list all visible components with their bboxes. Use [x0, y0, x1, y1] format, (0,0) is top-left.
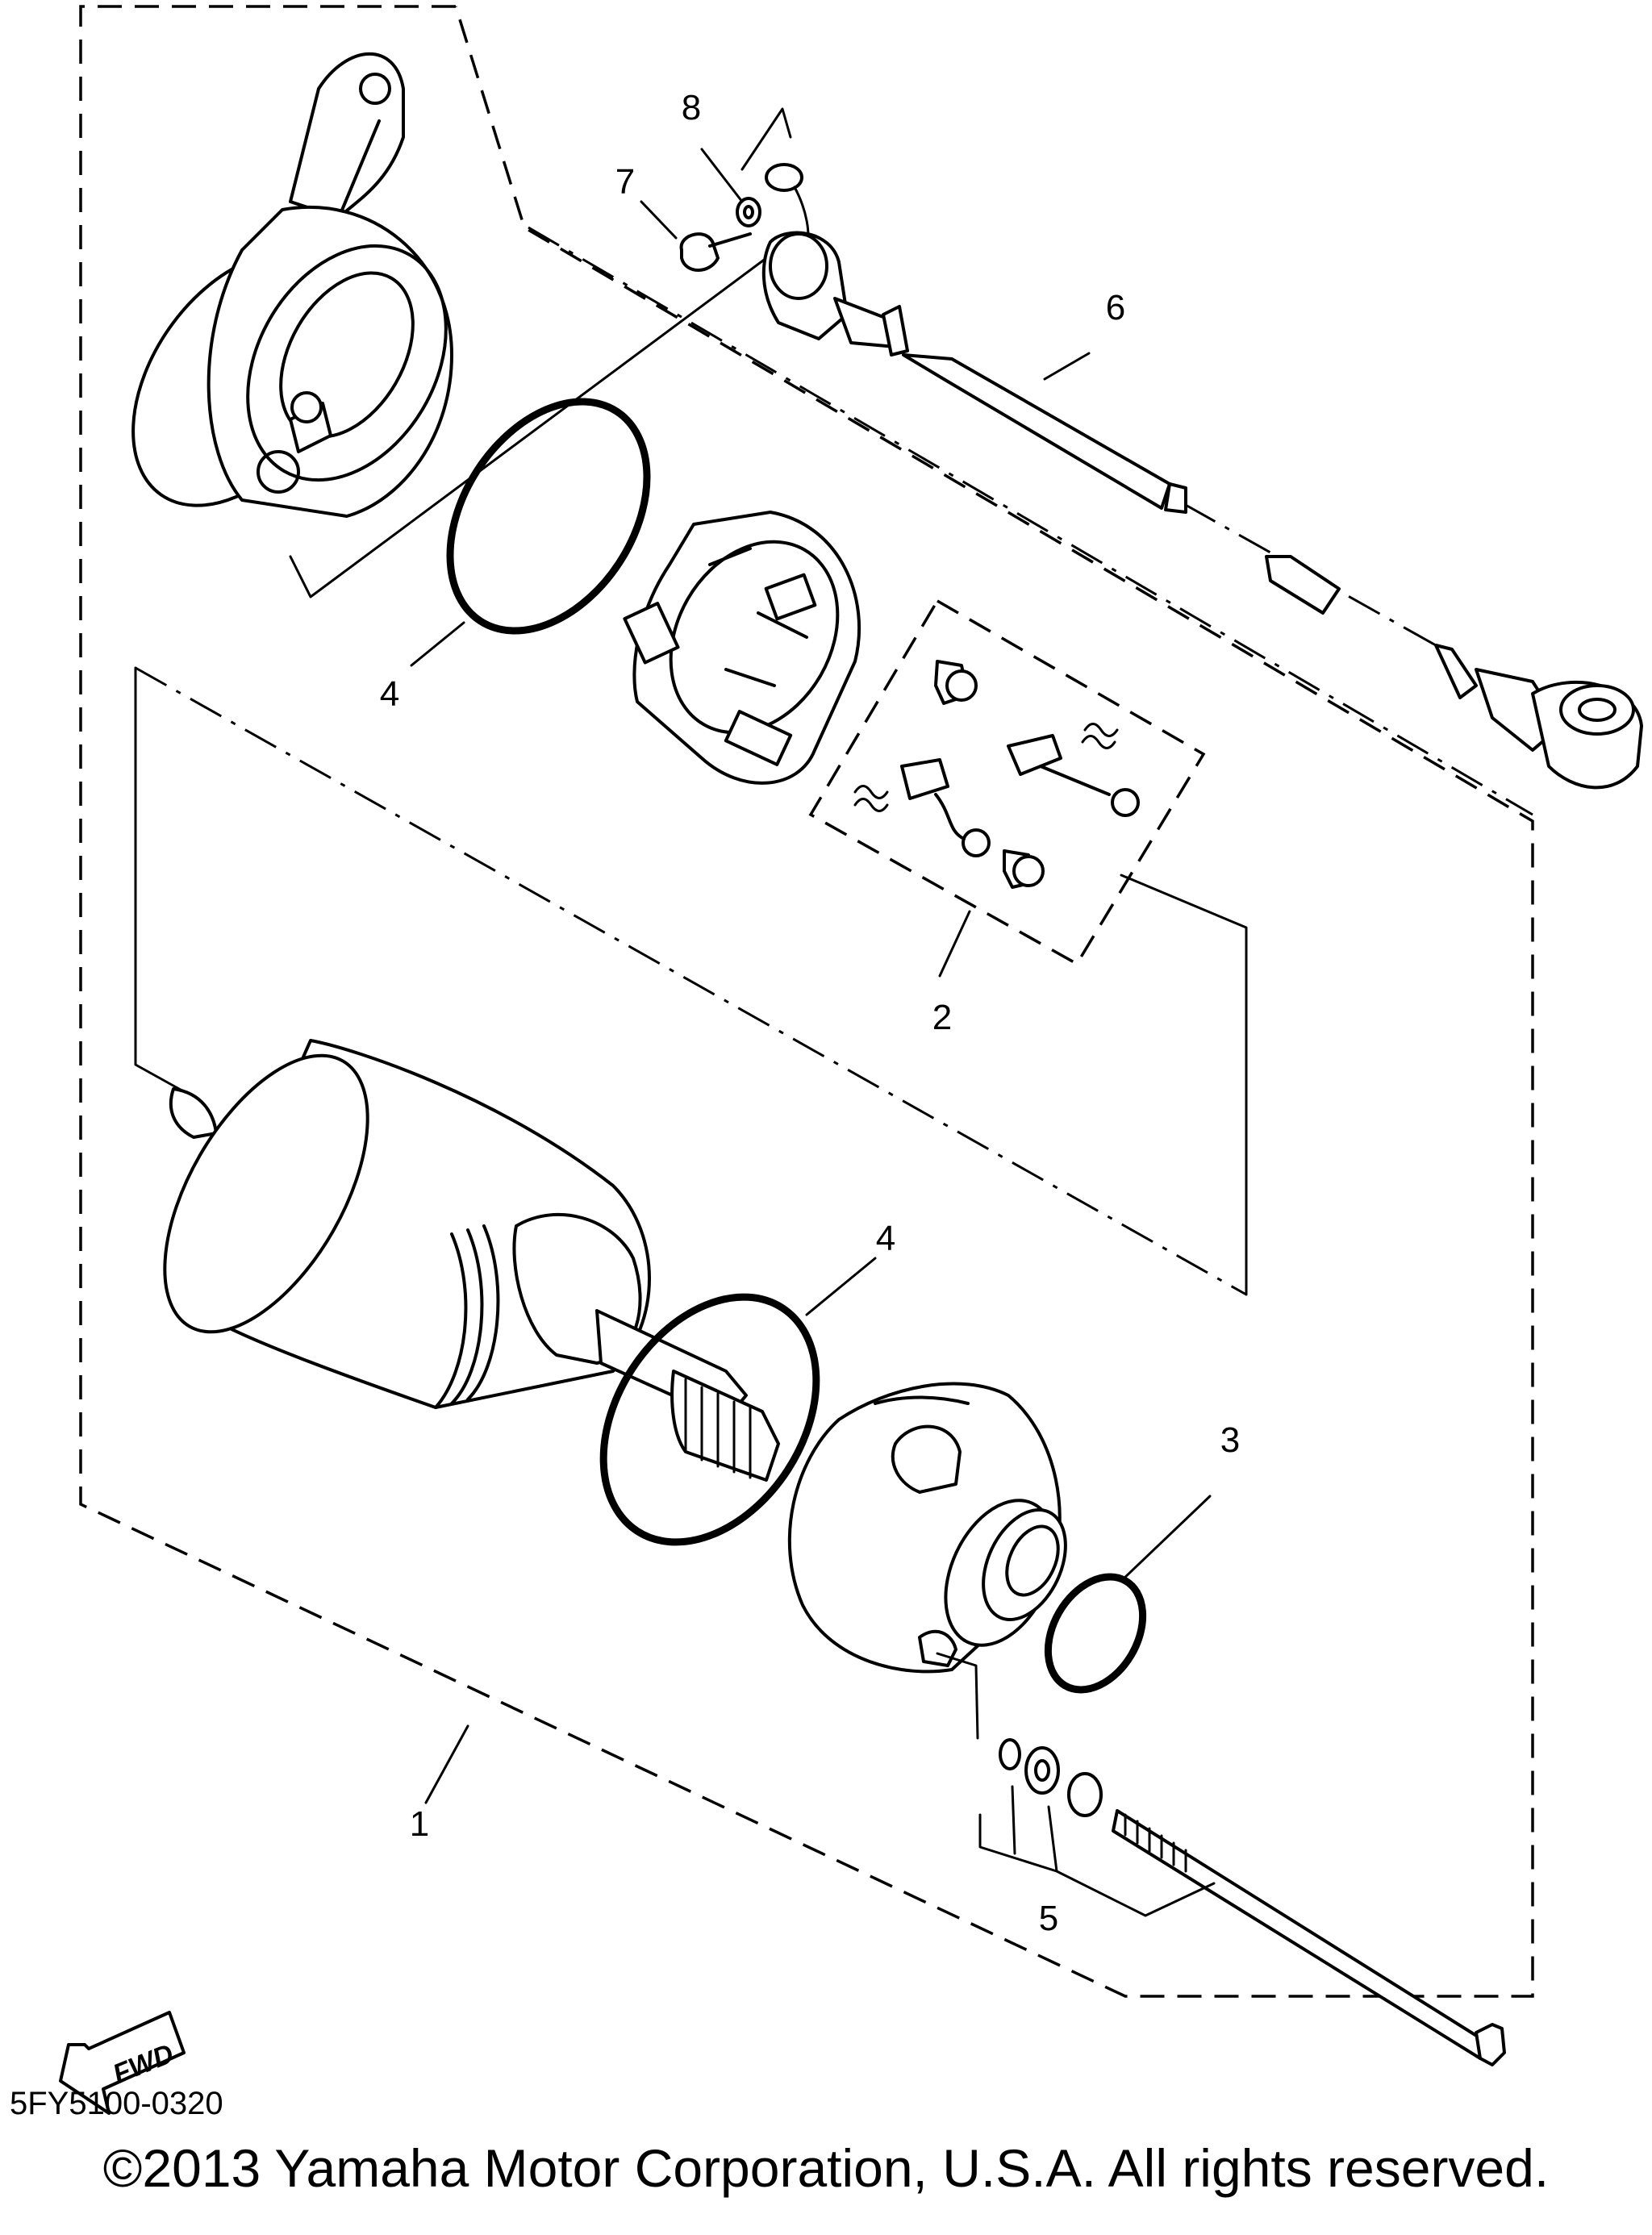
brush [900, 758, 991, 857]
callout-3: 3 [1220, 1420, 1240, 1460]
diagram-code: 5FY5100-0320 [10, 2086, 223, 2121]
bracket-line [134, 666, 195, 1099]
spring [1081, 723, 1119, 749]
small-o-ring [1044, 1573, 1147, 1694]
o-ring-lower [599, 1293, 820, 1546]
bracket-line [1120, 874, 1248, 1296]
leader-lines [410, 148, 1212, 1804]
alignment-line [528, 226, 1533, 816]
through-bolt-set [936, 1652, 1506, 2066]
spring [853, 785, 889, 812]
bracket-line [740, 107, 792, 171]
lock-washer [736, 197, 761, 227]
assembly-boundary [79, 5, 1534, 1998]
screw [1003, 849, 1045, 889]
callout-2: 2 [932, 998, 952, 1037]
o-ring-upper [446, 398, 651, 635]
screw [934, 660, 978, 705]
callout-6: 6 [1106, 288, 1125, 327]
alignment-line [135, 666, 1247, 1296]
yoke-armature [163, 1039, 780, 1482]
brush [1007, 734, 1140, 817]
callout-1: 1 [410, 1804, 429, 1844]
lead-wire [761, 163, 1643, 790]
bracket-line [289, 256, 768, 598]
front-cover [131, 52, 453, 518]
callout-7: 7 [615, 162, 635, 202]
callout-5: 5 [1039, 1899, 1058, 1938]
callout-4-upper: 4 [380, 674, 399, 714]
brush-kit-parts [853, 660, 1140, 889]
copyright-notice: ©2013 Yamaha Motor Corporation, U.S.A. A… [102, 2138, 1550, 2198]
terminal-screw [679, 232, 752, 272]
callout-4-lower: 4 [876, 1219, 895, 1258]
brush-holder [623, 511, 861, 785]
brush-kit-boundary [808, 598, 1206, 966]
rear-cover [787, 1382, 1067, 1674]
callout-8: 8 [682, 88, 701, 127]
